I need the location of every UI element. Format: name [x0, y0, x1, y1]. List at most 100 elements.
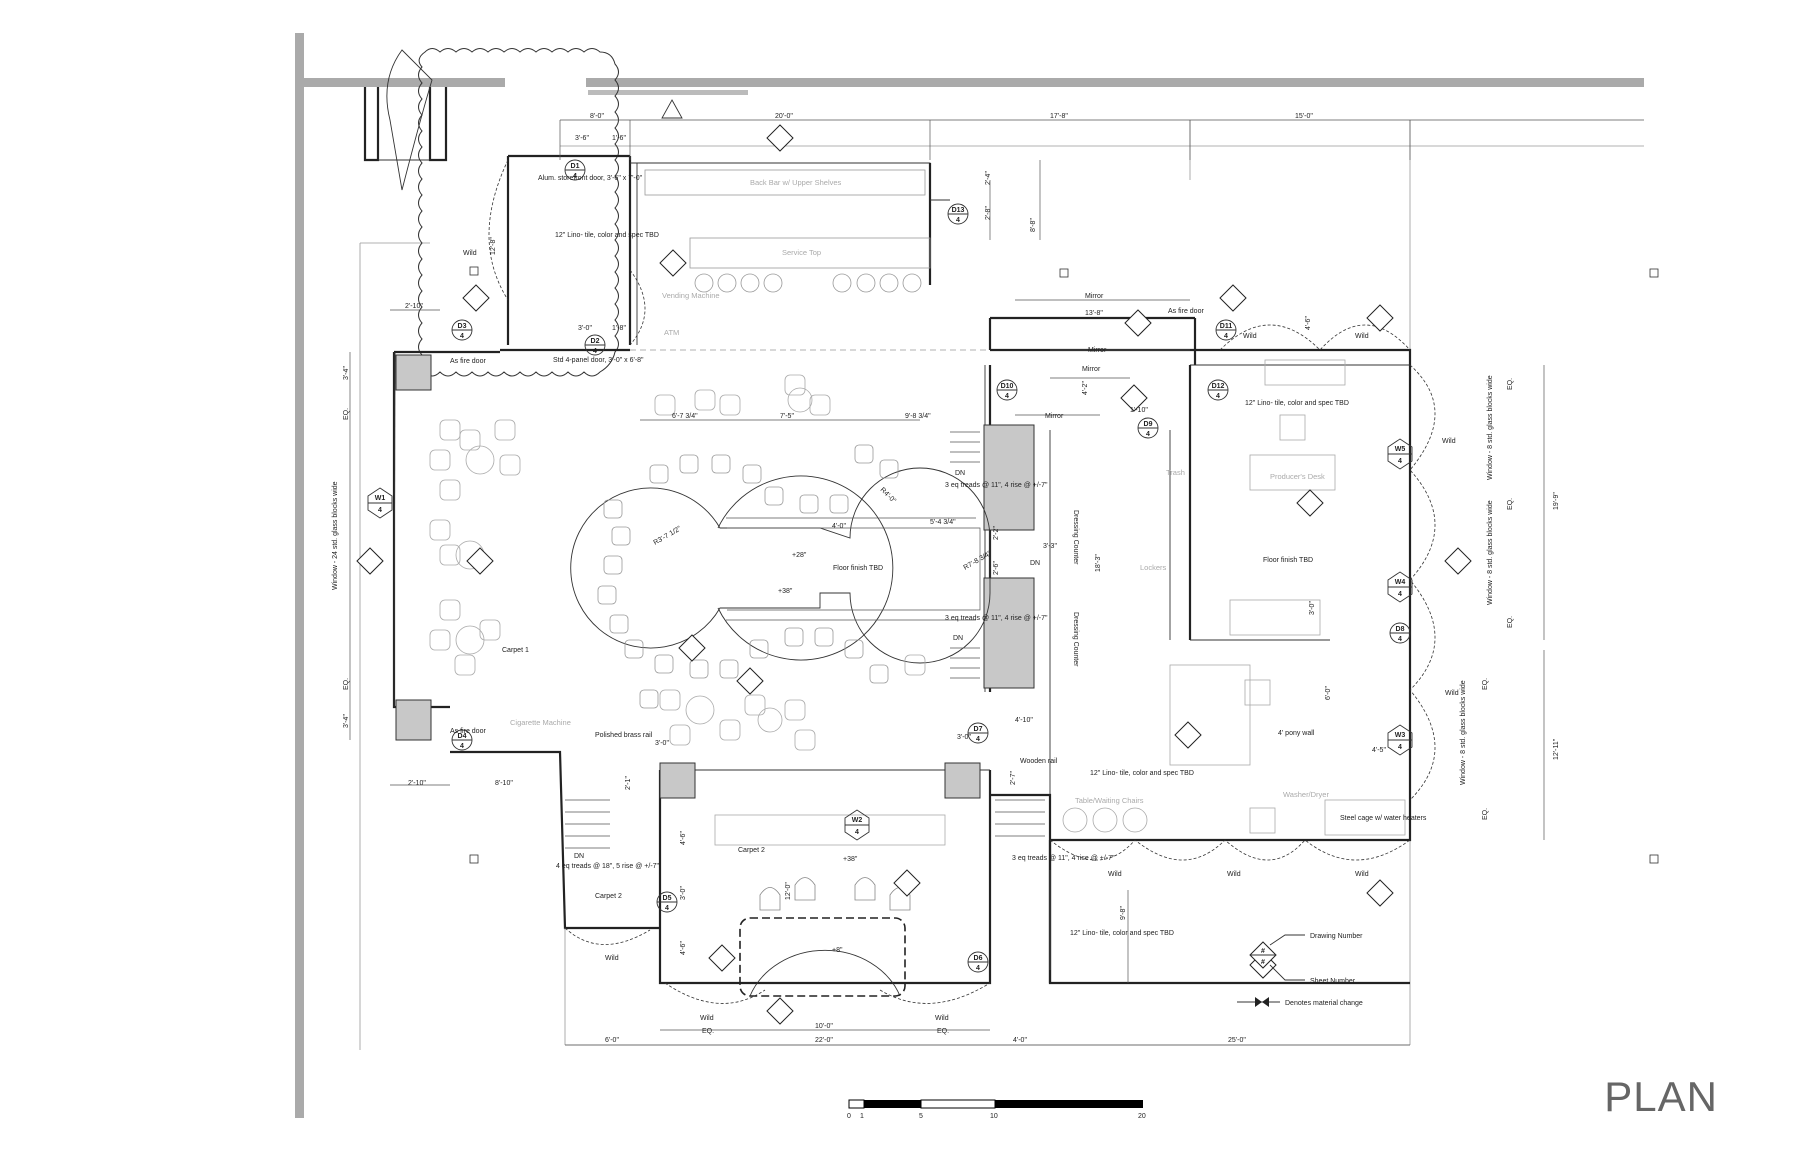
label-eq-1: EQ.: [702, 1028, 714, 1035]
svg-text:4: 4: [573, 173, 577, 180]
svg-text:#: #: [1261, 959, 1265, 966]
svg-text:4: 4: [1224, 333, 1228, 340]
svg-text:R7'-8 3/4": R7'-8 3/4": [963, 550, 994, 572]
svg-text:19'-9": 19'-9": [1553, 492, 1560, 510]
svg-text:20'-0": 20'-0": [775, 113, 793, 120]
svg-text:2'-2": 2'-2": [993, 526, 1000, 540]
label-wild-12: Wild: [935, 1015, 949, 1022]
svg-text:D8: D8: [1396, 626, 1405, 633]
svg-text:2'-1": 2'-1": [625, 776, 632, 790]
svg-text:4: 4: [1398, 744, 1402, 751]
label-fire-door-1: As fire door: [450, 358, 486, 365]
svg-text:D6: D6: [974, 955, 983, 962]
svg-text:6'-7 3/4": 6'-7 3/4": [672, 413, 698, 420]
label-wild-3: Wild: [1243, 333, 1257, 340]
svg-text:4: 4: [976, 965, 980, 972]
svg-text:4: 4: [1398, 458, 1402, 465]
tag-d9: D94: [1137, 417, 1159, 439]
label-wild-9: Wild: [1445, 690, 1459, 697]
svg-text:6'-0": 6'-0": [1325, 686, 1332, 700]
svg-text:4: 4: [855, 829, 859, 836]
svg-text:D10: D10: [1001, 383, 1014, 390]
svg-text:D3: D3: [458, 323, 467, 330]
label-wild-10: Wild: [605, 955, 619, 962]
label-dn-3: DN: [953, 635, 963, 642]
svg-text:10: 10: [990, 1113, 998, 1120]
tag-d2: D24: [584, 334, 606, 356]
label-floor-finish-bar: Floor finish TBD: [833, 565, 883, 572]
stairs: [565, 431, 1045, 849]
label-wild-vestibule: Wild: [463, 250, 477, 257]
tag-w1: W14: [367, 487, 393, 519]
svg-text:8'-8": 8'-8": [1030, 218, 1037, 232]
svg-text:D7: D7: [974, 726, 983, 733]
svg-text:10'-0": 10'-0": [815, 1023, 833, 1030]
tag-w5: W54: [1387, 438, 1413, 470]
label-lino-office: 12" Lino- tile, color and spec TBD: [1245, 400, 1349, 407]
legend-material-change: Denotes material change: [1285, 1000, 1363, 1007]
svg-text:3'-0": 3'-0": [1309, 601, 1316, 615]
label-treads-3b: 3 eq treads @ 11", 4 rise @ +/-7": [945, 615, 1048, 622]
label-treads-3a: 3 eq treads @ 11", 4 rise @ +/-7": [945, 482, 1048, 489]
bar-counter: [570, 444, 991, 709]
svg-text:2'-10": 2'-10": [408, 780, 426, 787]
legend-sheet-number: Sheet Number: [1310, 978, 1356, 985]
label-eq-2: EQ.: [937, 1028, 949, 1035]
label-fire-door-3: As fire door: [450, 728, 486, 735]
page-title: PLAN: [1604, 1073, 1718, 1120]
label-window-8b: Window - 8 std. glass blocks wide: [1487, 500, 1494, 605]
svg-text:18'-3": 18'-3": [1095, 554, 1102, 572]
label-wild-5: Wild: [1108, 871, 1122, 878]
svg-text:12'-0": 12'-0": [785, 882, 792, 900]
label-mirror-3: Mirror: [1082, 366, 1101, 373]
tag-w3: W34: [1387, 724, 1413, 756]
legend-drawing-number: Drawing Number: [1310, 933, 1363, 940]
label-dressing-1: Dressing Counter: [1072, 510, 1079, 565]
label-eq-8: EQ.: [1482, 678, 1489, 690]
svg-text:9'-8": 9'-8": [1120, 906, 1127, 920]
label-eq-5: EQ.: [1507, 378, 1514, 390]
dimension-lines: [349, 119, 1644, 1046]
svg-text:3'-4": 3'-4": [343, 714, 350, 728]
tag-d3: D34: [451, 319, 473, 341]
label-back-bar: Back Bar w/ Upper Shelves: [750, 178, 842, 187]
svg-text:4'-0": 4'-0": [832, 523, 846, 530]
material-markers: [469, 266, 1659, 864]
label-lino-hall: 12" Lino- tile, color and spec TBD: [1090, 770, 1194, 777]
svg-text:8'-0": 8'-0": [590, 113, 604, 120]
svg-text:3'-4": 3'-4": [343, 366, 350, 380]
label-fire-door-2: As fire door: [1168, 308, 1204, 315]
bar-stools-back: [694, 273, 922, 293]
label-dn-2: DN: [955, 470, 965, 477]
svg-text:8'-10": 8'-10": [495, 780, 513, 787]
tag-d8: D84: [1389, 622, 1411, 644]
svg-text:4: 4: [378, 507, 382, 514]
svg-text:W2: W2: [852, 817, 863, 824]
svg-text:D11: D11: [1220, 323, 1233, 330]
svg-text:5'-4 3/4": 5'-4 3/4": [930, 519, 956, 526]
svg-text:R4'-0": R4'-0": [879, 486, 898, 505]
tag-w4: W44: [1387, 571, 1413, 603]
tag-d1: D14: [564, 159, 586, 181]
sofa: [714, 814, 946, 846]
svg-text:D1: D1: [571, 163, 580, 170]
svg-text:4: 4: [665, 905, 669, 912]
svg-text:13'-8": 13'-8": [1085, 310, 1103, 317]
svg-text:Alum. storefront door, 3'-6" x: Alum. storefront door, 3'-6" x 7'-0": [538, 175, 643, 182]
svg-text:22'-0": 22'-0": [815, 1037, 833, 1044]
service-top: [689, 237, 931, 269]
svg-text:5: 5: [919, 1113, 923, 1120]
svg-text:4: 4: [1146, 431, 1150, 438]
label-mirror-1: Mirror: [1085, 293, 1104, 300]
svg-text:1'-6": 1'-6": [612, 135, 626, 142]
svg-text:3'-6": 3'-6": [575, 135, 589, 142]
window-tags: W14 W2 4 W34 W44 W54: [367, 438, 1413, 841]
label-eq-6: EQ.: [1507, 498, 1514, 510]
svg-text:4: 4: [460, 333, 464, 340]
room-labels: Alum. storefront door, 3'-6" x 7'-0" 12"…: [332, 175, 1514, 1035]
svg-text:4'-6": 4'-6": [1305, 316, 1312, 330]
label-vending: Vending Machine: [662, 291, 720, 300]
svg-text:15'-0": 15'-0": [1295, 113, 1313, 120]
